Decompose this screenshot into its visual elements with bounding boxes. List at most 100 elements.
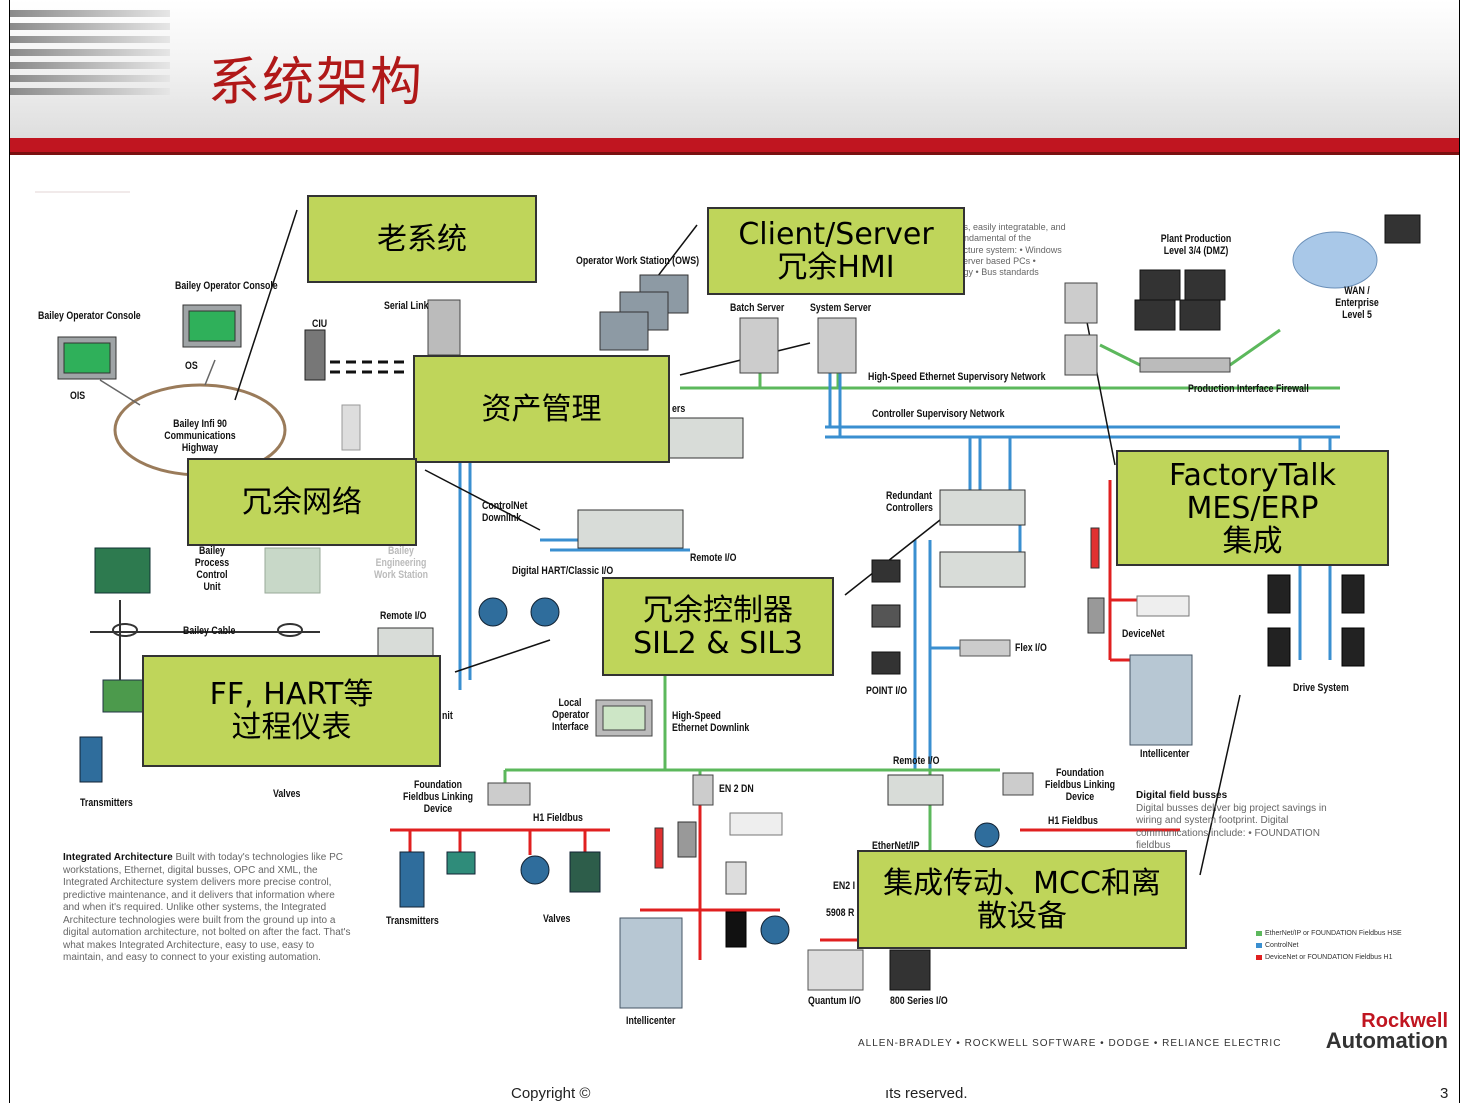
ois-line [204,359,216,386]
dfb-body: Digital busses deliver big project savin… [1136,802,1327,852]
remote-io-device-2 [887,774,944,806]
rockwell-logo: Rockwell Automation [1325,1011,1448,1053]
label-drive-system: Drive System [1293,682,1349,694]
push-button [677,821,697,858]
transmitter-h1-2 [446,851,476,875]
slide-title: 系统架构 [208,53,425,113]
label-h1-fieldbus: H1 Fieldbus [533,812,583,824]
label-5908: 5908 R [826,907,855,919]
valve-h1-2 [569,851,601,893]
label-redundant-controllers: Redundant Controllers [886,490,933,514]
label-h1-fieldbus-2: H1 Fieldbus [1048,815,1098,827]
label-bailey-cable: Bailey Cable [183,625,236,637]
ows-monitors [599,274,689,351]
label-remote-io-2: Remote I/O [380,610,427,622]
label-production-firewall: Production Interface Firewall [1188,383,1309,395]
label-wan: WAN / Enterprise Level 5 [1335,285,1379,321]
legend-swatch-blue [1256,943,1262,948]
label-plant-production: Plant Production Level 3/4 (DMZ) [1160,233,1232,257]
drive-small [725,861,747,895]
label-series800: 800 Series I/O [890,995,948,1007]
label-quantum-io: Quantum I/O [808,995,861,1007]
callout-integrated-drives: 集成传动、MCC和离散设备 [857,850,1187,949]
header-red-bar [10,138,1460,152]
ff-linking-device [487,782,531,806]
pointer-legacy [234,209,298,401]
label-bailey-engineering: Bailey Engineering Work Station [373,545,429,581]
ia-body: Built with today's technologies like PC … [63,852,351,963]
slide-frame [9,0,1460,1103]
header-dark-bar [10,152,1460,155]
callout-asset-management: 资产管理 [413,355,670,463]
label-controlnet-downlink: ControlNet Downlink [482,500,528,524]
firewall-device [1139,357,1231,373]
series800-io [889,949,931,991]
label-remote-io-3: Remote I/O [893,755,940,767]
ia-title: Integrated Architecture [63,852,173,863]
label-transmitters-2: Transmitters [386,915,439,927]
transmitter-h1 [399,851,425,908]
label-ethernet-ip: EtherNet/IP [872,840,920,852]
ciu-device [304,329,326,381]
legend-swatch-red [1256,955,1262,960]
controller-chassis-top [667,417,744,459]
pointer-network [424,469,541,531]
legend-blue: ControlNet [1265,942,1299,949]
copyright-left: Copyright © [511,1085,591,1102]
label-hs-eth-downlink: High-Speed Ethernet Downlink [672,710,750,734]
callout-ffhart-line1: FF, HART等 [209,677,374,712]
header-stripes [10,10,170,110]
dn-module-right [1136,595,1190,617]
label-bailey-process: Bailey Process Control Unit [194,545,230,593]
controller-chassis-mid [577,509,684,549]
plant-production-pcs [1134,269,1226,331]
callout-drives-line1: 集成传动、MCC和离 [883,865,1161,901]
quantum-io-rack [807,949,864,991]
slide-header [10,0,1460,155]
callout-redundant-network: 冗余网络 [187,458,417,546]
server-tower [427,299,461,356]
legend-red: DeviceNet or FOUNDATION Fieldbus H1 [1265,954,1393,961]
hart-transmitter [478,597,508,627]
label-ois: OIS [70,390,86,402]
bailey-pcu-2 [264,547,321,594]
label-devicenet: DeviceNet [1122,628,1165,640]
callout-legacy-system: 老系统 [307,195,537,283]
label-batch-server: Batch Server [730,302,785,314]
point-io-1 [871,559,901,583]
label-valves-2: Valves [543,913,571,925]
pointer-ffhart [454,639,551,673]
label-unit-fragment: nit [442,710,453,722]
label-bailey-op-console: Bailey Operator Console [38,310,141,322]
push-button-right [1087,597,1105,634]
callout-client-server-line2: 冗余HMI [777,250,895,285]
legend-swatch-green [1256,931,1262,936]
callout-controller-line1: 冗余控制器 [643,592,793,628]
label-valves: Valves [273,788,301,800]
label-controller-sup-net: Controller Supervisory Network [872,408,1005,420]
label-bailey-op-console-2: Bailey Operator Console [175,280,278,292]
bailey-console-left [57,336,117,380]
pointer-drives [1199,694,1241,876]
legend-green: EtherNet/IP or FOUNDATION Fieldbus HSE [1265,930,1402,937]
firewall-link-2 [1229,328,1281,367]
label-serial-link: Serial Link [384,300,429,312]
flex-io-device [959,639,1011,657]
page-number: 3 [1440,1085,1449,1102]
label-point-io: POINT I/O [866,685,908,697]
bailey-cable-ring-2 [277,623,303,637]
label-ff-linking-2: Foundation Fieldbus Linking Device [1045,767,1115,803]
integrated-architecture-text: Integrated Architecture Built with today… [63,852,353,965]
intellicenter-cabinet-2 [1129,654,1193,746]
local-op-screen [602,705,646,731]
callout-ft-line3: 集成 [1222,523,1283,559]
dn-module [729,812,783,836]
callout-legacy-text: 老系统 [377,221,467,257]
label-flex-io: Flex I/O [1015,642,1047,654]
automation-word: Automation [1325,1028,1448,1053]
motor [760,915,790,945]
stack-light [654,827,664,869]
